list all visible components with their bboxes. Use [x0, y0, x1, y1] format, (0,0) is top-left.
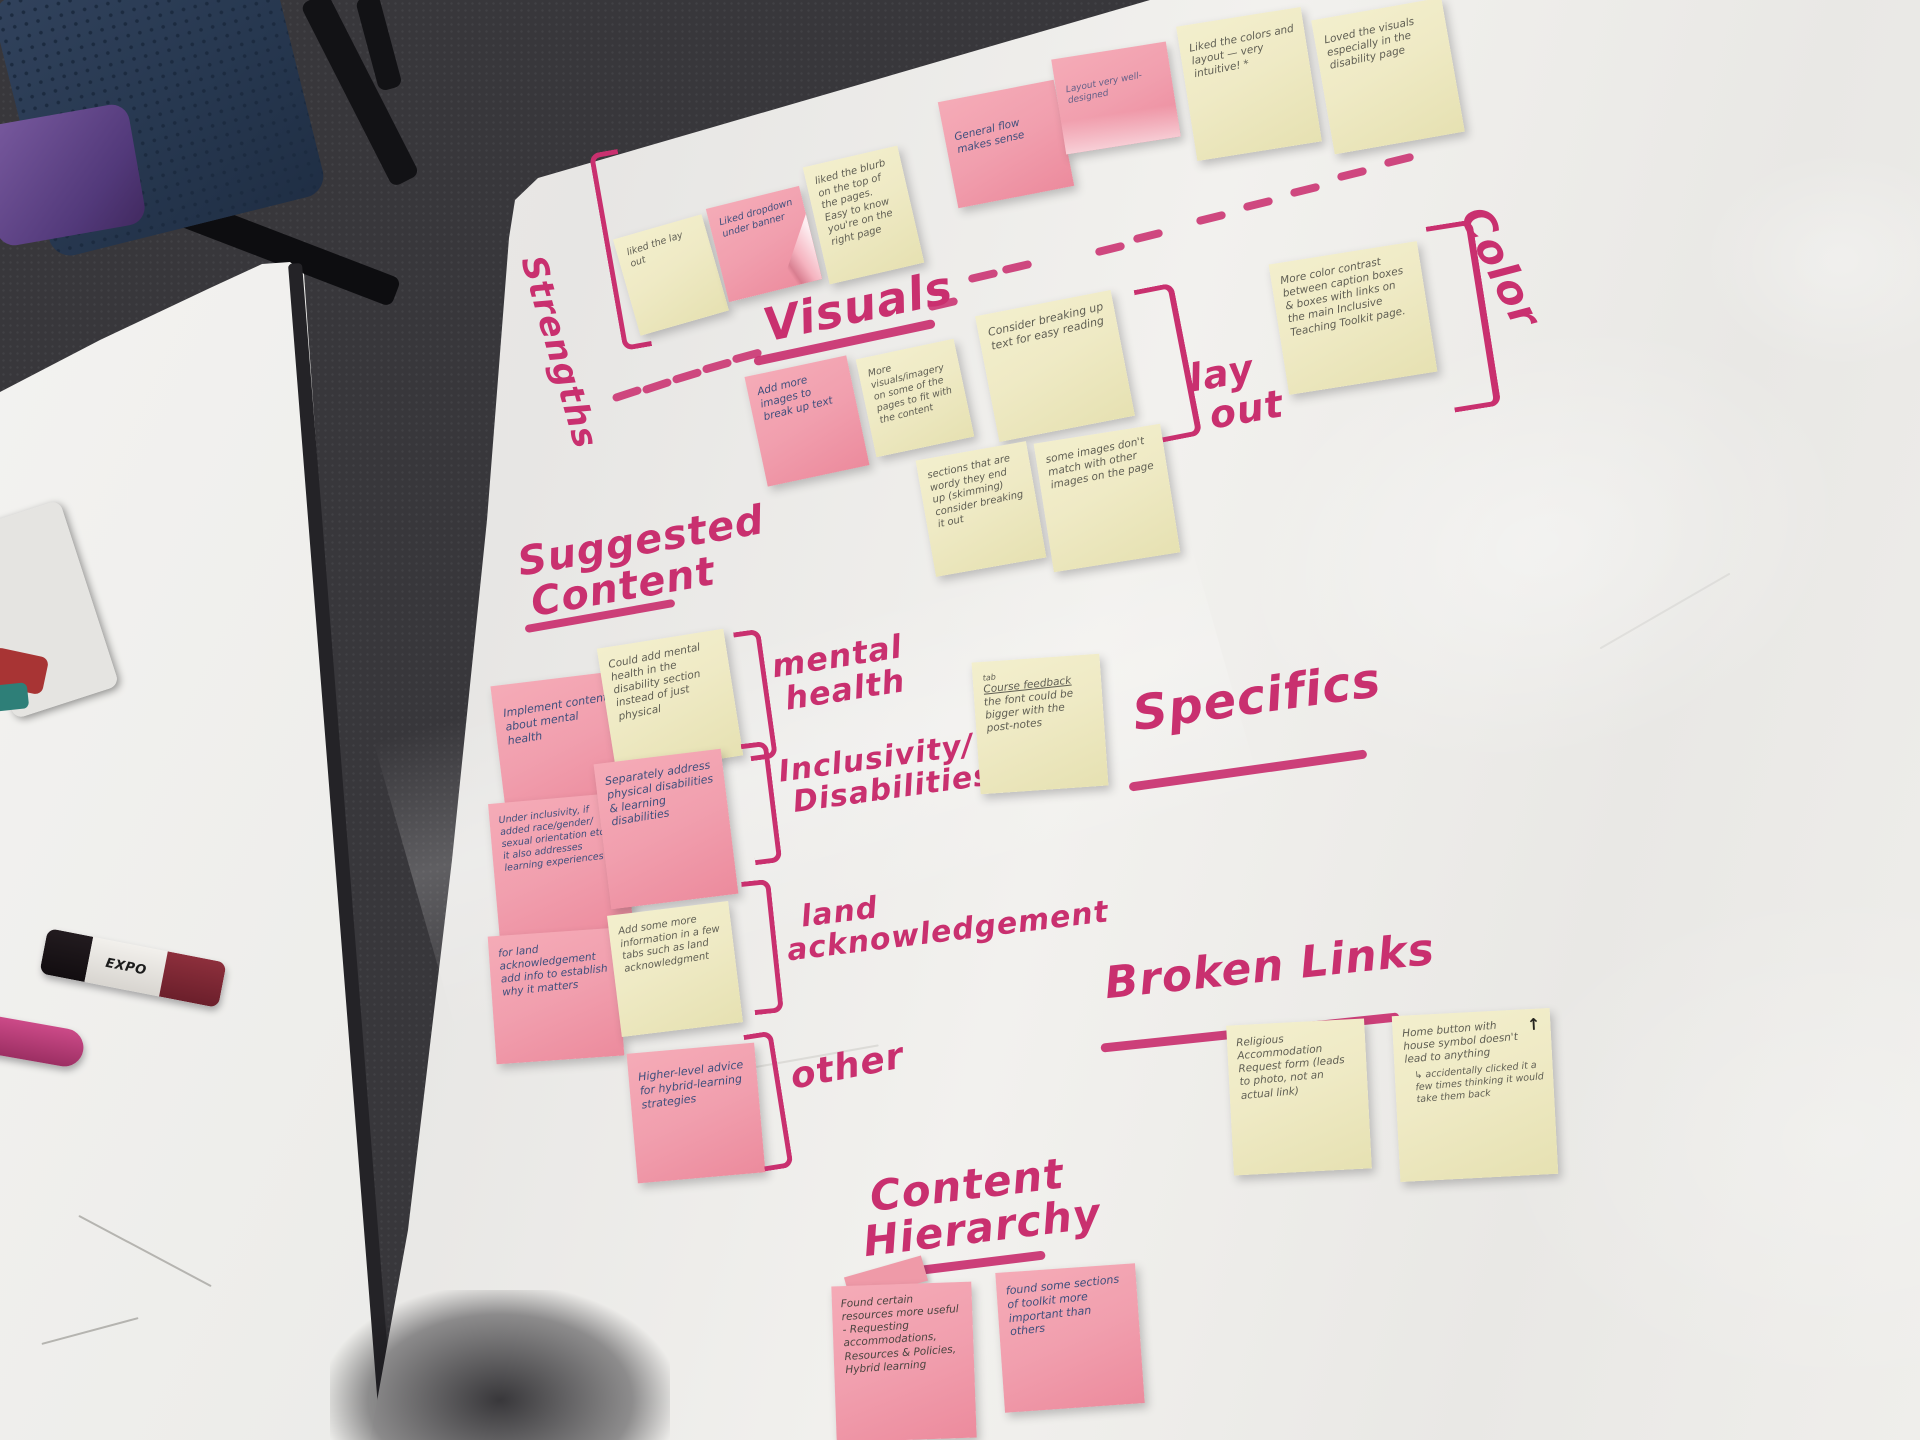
sticky-note: Add some more information in a few tabs …	[607, 901, 743, 1037]
sticky-note: found some sections of toolkit more impo…	[995, 1263, 1145, 1413]
sticky-note: some images don't match with other image…	[1033, 423, 1181, 573]
sticky-note: Found certain resources more useful - Re…	[831, 1281, 977, 1440]
sticky-note: Separately address physical disabilities…	[593, 748, 739, 910]
sticky-note: ↑ Home button with house symbol doesn't …	[1391, 1007, 1559, 1183]
marker-brand-text: EXPO	[104, 955, 148, 978]
sticky-note: Religious Accommodation Request form (le…	[1226, 1018, 1372, 1176]
table-seam-shadow	[330, 1290, 670, 1440]
heading-layout: lay out	[1185, 345, 1287, 438]
sticky-note: Layout very well-designed	[1051, 41, 1181, 155]
sticky-note: tab Course feedback the font could be bi…	[971, 653, 1109, 795]
sticky-note: More color contrast between caption boxe…	[1268, 241, 1438, 395]
sticky-note: General flow makes sense	[937, 79, 1075, 209]
sticky-note: Liked the colors and layout — very intui…	[1176, 6, 1322, 162]
sticky-note: sections that are wordy they end up (ski…	[915, 441, 1047, 577]
sticky-note: Consider breaking up text for easy readi…	[975, 290, 1135, 442]
sticky-note: Higher-level advice for hybrid-learning …	[626, 1042, 766, 1184]
up-arrow-icon: ↑	[1526, 1014, 1541, 1035]
sticky-note: Loved the visuals especially in the disa…	[1311, 0, 1465, 155]
sticky-note: More visuals/imagery on some of the page…	[855, 338, 975, 458]
sticky-note: for land acknowledgement add info to est…	[487, 927, 625, 1065]
bin-teal-item	[0, 682, 30, 712]
